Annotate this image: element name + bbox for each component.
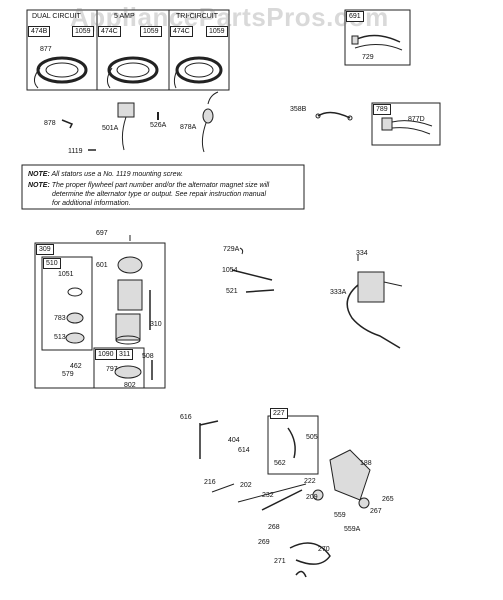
- box-label-309: 309: [36, 244, 54, 255]
- part-label: 333A: [330, 289, 347, 296]
- stator-ring-5amp: [107, 56, 159, 84]
- part-333a-shape: [357, 271, 385, 303]
- box-label-1059: 1059: [72, 26, 94, 37]
- part-label: 501A: [102, 125, 119, 132]
- cable-268-shape: [289, 542, 331, 565]
- part-label: 601: [96, 262, 108, 269]
- part-label: 878A: [180, 124, 197, 131]
- box-label-1059: 1059: [206, 26, 228, 37]
- control-bracket-shape: [329, 449, 371, 501]
- tri-circuit-title: TRI-CIRCUIT: [176, 13, 218, 20]
- part-label: 729: [362, 54, 374, 61]
- part-label: 404: [228, 437, 240, 444]
- part-label: 267: [370, 508, 382, 515]
- stator-ring-tri: [175, 56, 223, 84]
- part-label: 729A: [223, 246, 240, 253]
- note-box: [21, 164, 305, 210]
- box-label-227: 227: [270, 408, 288, 419]
- part-label: 216: [204, 479, 216, 486]
- part-label: 1119: [68, 148, 83, 155]
- part-label: 562: [274, 460, 286, 467]
- part-label: 559: [334, 512, 346, 519]
- box-label-474c: 474C: [170, 26, 193, 37]
- part-label: 877D: [408, 116, 425, 123]
- part-label: 877: [40, 46, 52, 53]
- stator-ring-dual: [36, 56, 88, 84]
- note-1: NOTE: All stators use a No. 1119 mountin…: [28, 170, 183, 179]
- note-1-label: NOTE:: [28, 171, 50, 178]
- part-label: 462: [70, 363, 82, 370]
- note-2-line2: determine the alternator type or output.…: [52, 191, 267, 198]
- box-label-691: 691: [346, 11, 364, 22]
- part-label: 513: [54, 334, 66, 341]
- box-label-1090: 1090: [95, 349, 117, 360]
- part-label: 505: [306, 434, 318, 441]
- harness-691-frame: [344, 9, 411, 66]
- harness-789-frame: [371, 102, 441, 146]
- part-label: 222: [304, 478, 316, 485]
- box-label-510: 510: [43, 258, 61, 269]
- control-227-frame: [267, 415, 319, 475]
- starter-1090-frame: [93, 347, 145, 389]
- part-label: 614: [238, 447, 250, 454]
- part-501a-shape: [117, 102, 135, 118]
- part-label: 269: [258, 539, 270, 546]
- part-label: 783: [54, 315, 66, 322]
- part-label: 559A: [344, 526, 361, 533]
- part-label: 802: [124, 382, 136, 389]
- watermark-text: AppliancePartsPros.com: [70, 2, 389, 32]
- part-label: 188: [360, 460, 372, 467]
- starter-510-frame: [41, 256, 93, 351]
- note-2-label: NOTE:: [28, 182, 50, 189]
- part-label: 232: [262, 492, 274, 499]
- part-label: 521: [226, 288, 238, 295]
- part-label: 270: [318, 546, 330, 553]
- part-1054-shape: [231, 269, 273, 281]
- part-label: 797: [106, 366, 118, 373]
- stator-ring-dual-inner: [45, 62, 79, 78]
- part-label: 202: [240, 482, 252, 489]
- part-label: 526A: [150, 122, 167, 129]
- part-358b-shape: [317, 111, 351, 119]
- tri-circuit-panel-frame: [168, 9, 230, 91]
- part-878-shape: [61, 119, 74, 129]
- note-2-text-line1: The proper flywheel part number and/or t…: [51, 182, 270, 189]
- part-label: 697: [96, 230, 108, 237]
- part-label: 579: [62, 371, 74, 378]
- part-label: 265: [382, 496, 394, 503]
- part-label: 508: [142, 353, 154, 360]
- part-label: 616: [180, 414, 192, 421]
- five-amp-title: 5 AMP: [114, 13, 135, 20]
- part-label: 358B: [290, 106, 307, 113]
- box-label-311: 311: [116, 349, 134, 360]
- box-label-474c: 474C: [98, 26, 121, 37]
- part-label: 334: [356, 250, 368, 257]
- part-label: 271: [274, 558, 286, 565]
- box-label-1059: 1059: [140, 26, 162, 37]
- dual-circuit-title: DUAL CIRCUIT: [32, 13, 81, 20]
- part-label: 1051: [58, 271, 74, 278]
- box-label-789: 789: [373, 104, 391, 115]
- part-label: 209: [306, 494, 318, 501]
- part-label: 878: [44, 120, 56, 127]
- part-label: 310: [150, 321, 162, 328]
- note-2-line3: for additional information.: [52, 200, 131, 207]
- part-label: 1054: [222, 267, 238, 274]
- part-label: 268: [268, 524, 280, 531]
- box-label-474b: 474B: [28, 26, 51, 37]
- armature-shape: [117, 279, 143, 311]
- note-1-text: All stators use a No. 1119 mounting scre…: [51, 171, 184, 178]
- note-2: NOTE: The proper flywheel part number an…: [28, 181, 269, 190]
